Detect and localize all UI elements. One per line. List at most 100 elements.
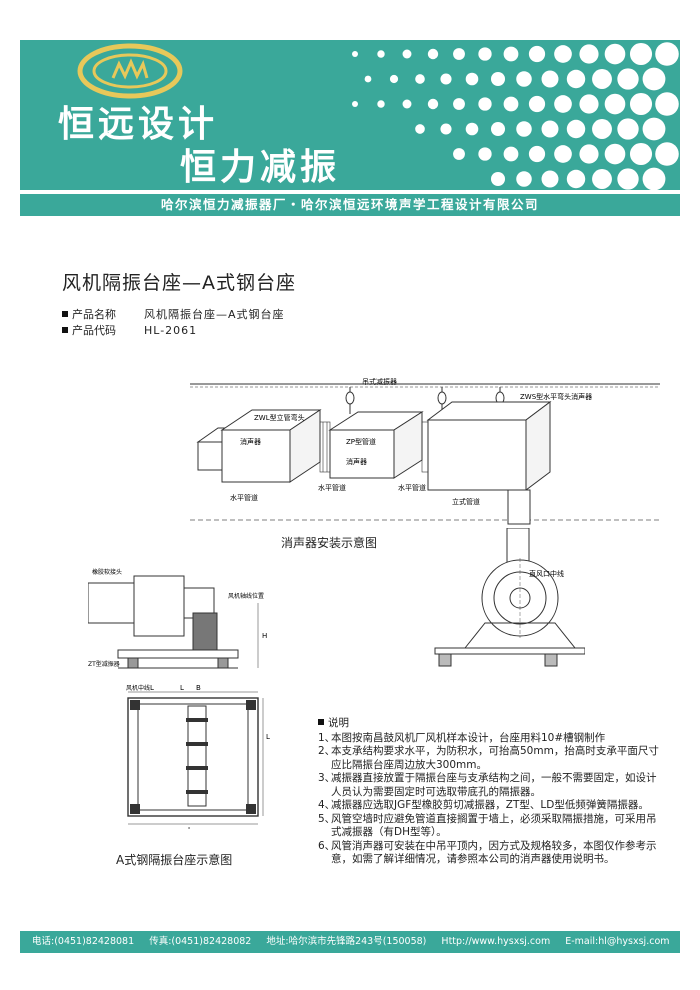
decor-dot [377, 100, 385, 108]
decor-dot [566, 169, 586, 189]
decor-dot [528, 45, 546, 63]
label-vertical-duct: 立式管道 [452, 497, 480, 506]
label-dim-l4: L [188, 826, 192, 829]
decor-dot [541, 120, 559, 138]
decor-dot [427, 48, 439, 60]
slogan-line2: 恒力减振 [180, 147, 341, 188]
header-banner: 恒远设计 恒力减振 [20, 40, 680, 190]
label-zp: ZP型管道 [346, 437, 376, 446]
label-dim-h: H [262, 632, 267, 640]
product-name-row: 产品名称 风机隔振台座—A式钢台座 [62, 306, 285, 322]
label-zt: ZT型减振器 [88, 660, 120, 668]
decor-dot [604, 43, 626, 65]
label-dim-l3: L [266, 733, 270, 741]
decor-dot [554, 95, 572, 113]
decor-dot [617, 68, 639, 90]
fan-side-view-diagram: 直风口中线 [434, 528, 585, 667]
decor-dot [554, 145, 572, 163]
decor-dot [503, 146, 519, 162]
decor-dot [478, 47, 492, 61]
decor-dot [629, 42, 653, 66]
decor-dot [415, 74, 425, 84]
label-zws: ZWS型水平弯头消声器 [520, 392, 592, 401]
contact-footer: 电话:(0451)82428081 传真:(0451)82428082 地址:哈… [20, 931, 680, 953]
decor-dot [440, 123, 452, 135]
label-horizontal-duct-1: 水平管道 [230, 493, 258, 502]
decor-dot [440, 73, 452, 85]
label-zwl: ZWL型立管弯头 [254, 413, 305, 422]
page-title: 风机隔振台座—A式钢台座 [62, 272, 296, 294]
decor-dot [642, 117, 666, 141]
note-item: 1、本图按南昌鼓风机厂风机样本设计，台座用料10#槽钢制作 [318, 731, 606, 744]
decor-dot [352, 51, 358, 57]
decor-dot [566, 119, 586, 139]
decor-dot [364, 75, 372, 83]
notes-heading: 说明 [318, 717, 663, 731]
decor-dot [655, 92, 679, 116]
notes-list: 1、本图按南昌鼓风机厂风机样本设计，台座用料10#槽钢制作 2、本支承结构要求水… [318, 732, 663, 867]
label-dim-b: B [196, 684, 201, 692]
product-code-label: 产品代码 [72, 324, 116, 337]
label-fan-centerline: 风机中线 [126, 684, 150, 692]
bullet-square-icon [62, 327, 68, 333]
note-item: 3、减振器直接放置于隔振台座与支承结构之间，一般不需要固定，如设计人员认为需要固… [318, 772, 657, 798]
decor-dot [516, 121, 532, 137]
note-item: 2、本支承结构要求水平，为防积水，可抬高50mm，抬高时支承平面尺寸应比隔振台座… [318, 745, 659, 771]
decor-dot [516, 71, 532, 87]
label-hanger: 吊式减振器 [362, 377, 397, 386]
decor-dot [528, 145, 546, 163]
decor-dot [478, 147, 492, 161]
decor-dot [642, 67, 666, 91]
label-dim-l1: L [150, 684, 154, 692]
base-elevation-diagram: 橡胶软接头 ZT型减振器 风机轴线位置 H [88, 568, 267, 669]
footer-address: 地址:哈尔滨市先锋路243号(150058) [266, 936, 427, 947]
footer-email[interactable]: E-mail:hl@hysxsj.com [565, 936, 670, 947]
decor-dot [453, 48, 465, 60]
decor-dot [592, 119, 612, 139]
note-item: 5、风管空墙时应避免管道直接搁置于墙上，必须采取隔振措施，可采用吊式减振器（有D… [318, 812, 657, 839]
label-horizontal-duct-2: 水平管道 [318, 483, 346, 492]
decor-dot [465, 72, 479, 86]
note-item: 4、减振器应选取JGF型橡胶剪切减振器，ZT型、LD型低频弹簧隔振器。 [318, 799, 649, 811]
decor-dot [579, 144, 599, 164]
base-caption: A式钢隔振台座示意图 [116, 853, 233, 867]
decor-dot [490, 71, 506, 87]
decor-dot [478, 97, 492, 111]
decor-dot [516, 171, 532, 187]
note-item: 6、风管消声器可安装在中吊平顶内，因方式及规格较多，本图仅作参考示意，如需了解详… [318, 839, 657, 866]
decor-dot [453, 98, 465, 110]
footer-phone: 电话:(0451)82428081 [32, 936, 135, 947]
decor-dot [490, 121, 506, 137]
label-horizontal-duct-3: 水平管道 [398, 483, 426, 492]
decor-dot [389, 74, 399, 84]
label-silencer-1: 消声器 [240, 437, 261, 446]
decor-dot [415, 124, 425, 134]
footer-website[interactable]: Http://www.hysxsj.com [441, 936, 551, 947]
product-name-value: 风机隔振台座—A式钢台座 [144, 308, 285, 321]
decor-dot [453, 148, 465, 160]
label-fan-axis: 风机轴线位置 [228, 592, 264, 600]
decor-dot [352, 101, 358, 107]
silencer-caption: 消声器安装示意图 [281, 536, 378, 550]
label-silencer-2: 消声器 [346, 457, 367, 466]
bullet-square-icon [62, 311, 68, 317]
decor-dot [490, 171, 506, 187]
decor-dot [642, 167, 666, 190]
decor-dot [541, 170, 559, 188]
decor-dot [402, 99, 412, 109]
decor-dot [503, 46, 519, 62]
decor-dot [402, 49, 412, 59]
dot-pattern [352, 42, 679, 190]
decor-dot [528, 95, 546, 113]
decor-dot [579, 94, 599, 114]
decor-dot [503, 96, 519, 112]
decor-dot [377, 50, 385, 58]
company-logo [77, 43, 183, 99]
silencer-installation-diagram: 吊式减振器 ZWS型水平弯头消声器 ZWL型立管弯头 消声器 ZP型管道 消声器… [190, 377, 660, 525]
decor-dot [617, 168, 639, 190]
decor-dot [604, 143, 626, 165]
product-name-label: 产品名称 [72, 308, 116, 321]
footer-fax: 传真:(0451)82428082 [149, 936, 252, 947]
decor-dot [629, 142, 653, 166]
